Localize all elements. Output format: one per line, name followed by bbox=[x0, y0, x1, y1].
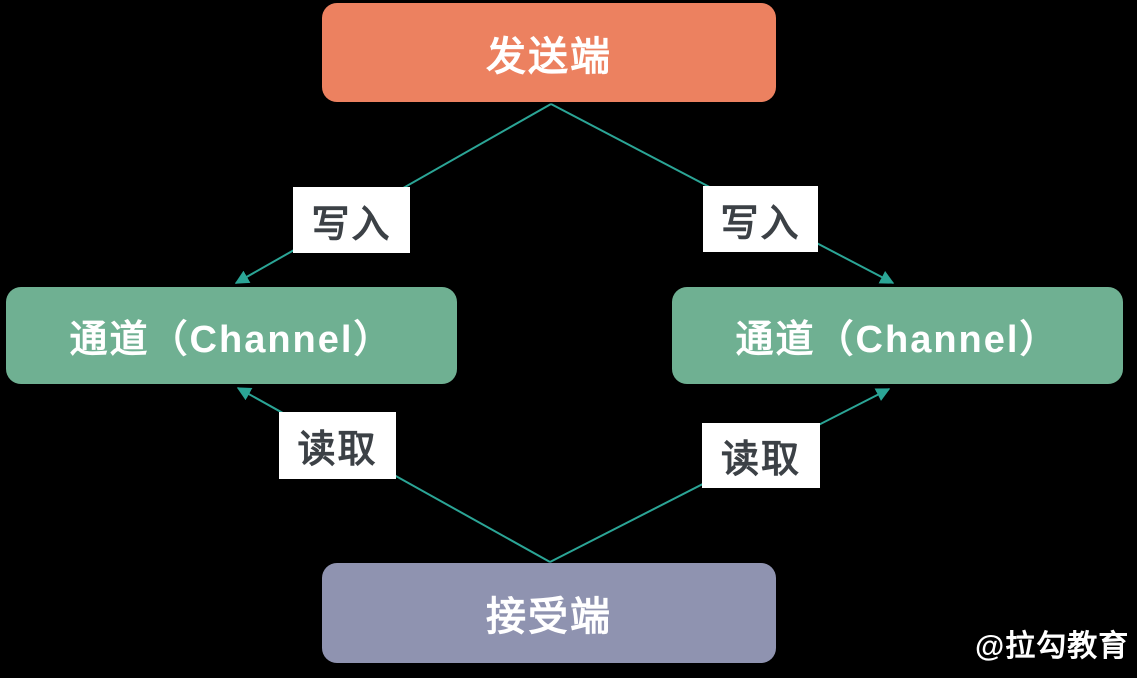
edge-label-read-left: 读取 bbox=[279, 412, 396, 479]
node-channel-left: 通道（Channel） bbox=[6, 287, 457, 384]
edge-label-read-right: 读取 bbox=[702, 423, 820, 488]
node-receiver: 接受端 bbox=[322, 563, 776, 663]
node-sender-label: 发送端 bbox=[486, 34, 612, 79]
edge-label-write-right-text: 写入 bbox=[720, 202, 801, 245]
edge-label-write-left: 写入 bbox=[293, 187, 410, 253]
node-channel-right-label: 通道（Channel） bbox=[735, 319, 1060, 361]
edge-label-read-right-text: 读取 bbox=[720, 439, 801, 481]
edge-label-write-left-text: 写入 bbox=[311, 203, 392, 246]
edge-label-read-left-text: 读取 bbox=[297, 429, 378, 471]
node-receiver-label: 接受端 bbox=[486, 595, 612, 639]
node-sender: 发送端 bbox=[322, 3, 776, 102]
node-channel-left-label: 通道（Channel） bbox=[69, 319, 394, 361]
edge-label-write-right: 写入 bbox=[703, 186, 818, 252]
node-channel-right: 通道（Channel） bbox=[672, 287, 1123, 384]
watermark: @拉勾教育 bbox=[975, 630, 1130, 663]
